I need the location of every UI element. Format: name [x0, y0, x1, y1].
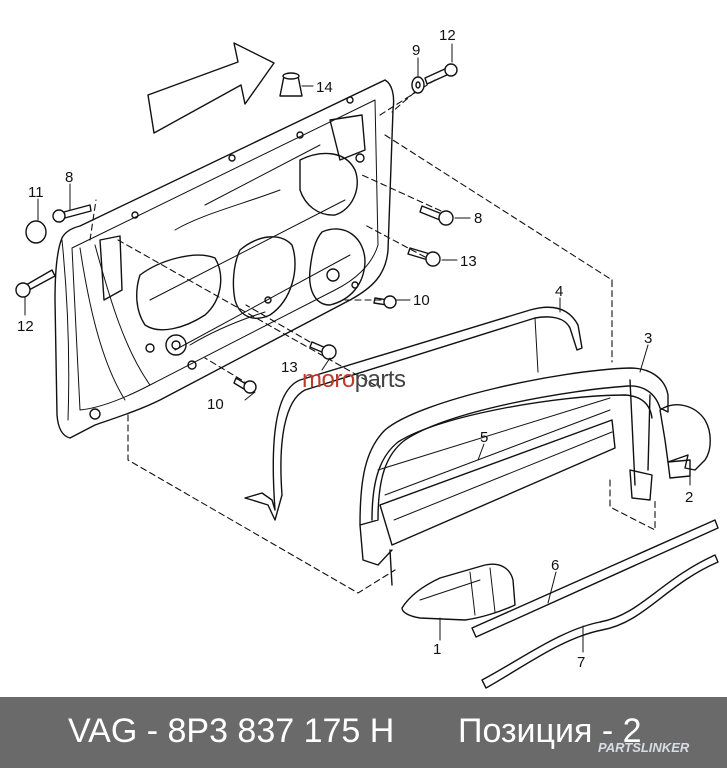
regulator-cutout-left: [136, 254, 222, 331]
regulator-cutout-center: [232, 236, 296, 319]
parts-diagram: 12 9 14 11 8 12 8 13 10 4 3 13 10 5 2 6 …: [15, 27, 719, 689]
partslinker-logo: PARTSLINKER: [598, 740, 690, 755]
callout-8-right: 8: [474, 210, 482, 227]
window-frame-inner: [371, 394, 653, 521]
door-panel-outline: [54, 79, 395, 439]
callout-2: 2: [685, 489, 693, 506]
footer-bar: VAG - 8P3 837 175 H Позиция - 2: [0, 697, 727, 768]
door-panel-inner-edge: [71, 99, 379, 411]
callout-13-mid: 13: [281, 359, 298, 376]
callout-14: 14: [316, 79, 333, 96]
cap-11-icon: [25, 220, 47, 244]
weatherstrip-inner: [481, 554, 719, 689]
callout-1: 1: [433, 641, 441, 658]
window-guide-rail: [244, 306, 583, 521]
callout-10-right: 10: [413, 292, 430, 309]
window-seal-lower: [401, 563, 516, 621]
rear-bracket: [659, 404, 711, 471]
weatherstrip-outer: [471, 519, 719, 638]
callout-6: 6: [551, 557, 559, 574]
window-frame-outer: [359, 367, 669, 526]
callout-5: 5: [480, 429, 488, 446]
exploded-view-drawing: 12 9 14 11 8 12 8 13 10 4 3 13 10 5 2 6 …: [15, 27, 719, 689]
callout-12-left: 12: [17, 318, 34, 335]
callout-7: 7: [577, 654, 585, 671]
part-number-label: VAG - 8P3 837 175 H: [68, 712, 395, 750]
watermark-part2: parts: [354, 366, 406, 393]
direction-arrow-icon: [147, 42, 275, 134]
assembly-dashed-lines: [89, 79, 656, 594]
watermark-part1: moro: [302, 366, 355, 393]
watermark-logo: moroparts: [302, 366, 406, 394]
position-label: Позиция - 2: [458, 712, 642, 750]
callout-10-left: 10: [207, 396, 224, 413]
callout-4: 4: [555, 283, 563, 300]
callout-9: 9: [412, 42, 420, 59]
callout-3: 3: [644, 330, 652, 347]
callout-11: 11: [28, 184, 44, 201]
callout-8-left: 8: [65, 169, 73, 186]
callout-13-right: 13: [460, 253, 477, 270]
callout-12-top: 12: [439, 27, 456, 44]
regulator-cutout-right: [308, 228, 366, 306]
